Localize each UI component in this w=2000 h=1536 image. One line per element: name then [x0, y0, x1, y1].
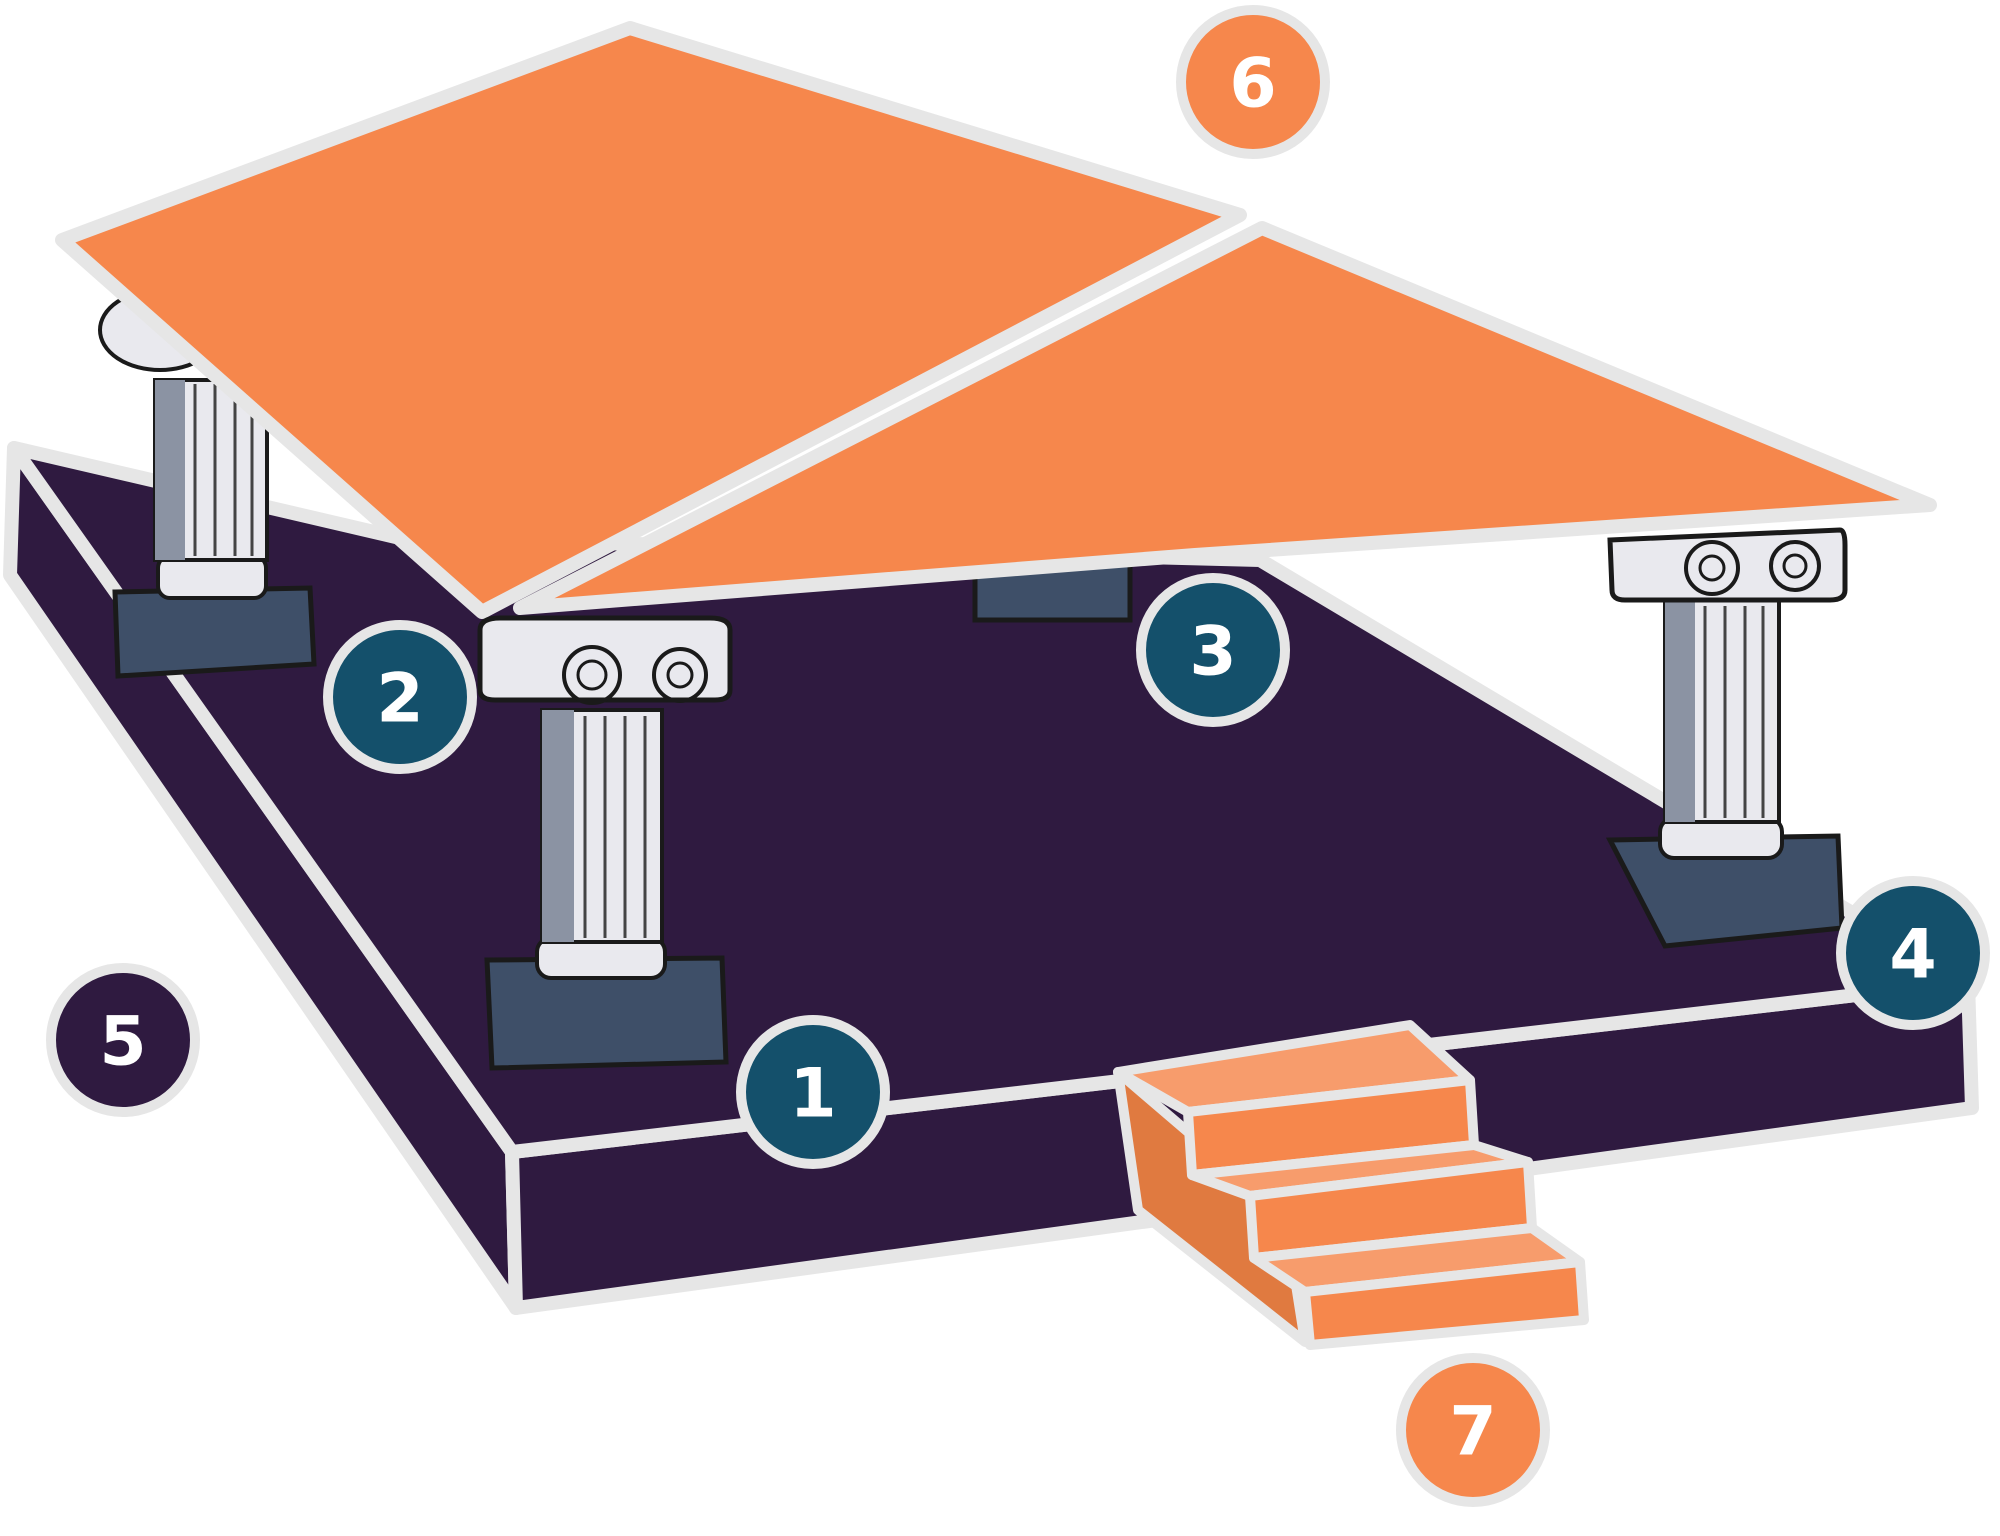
marker-4-label: 4: [1889, 916, 1936, 995]
stairs: [1113, 1020, 1589, 1350]
marker-2: 2: [323, 620, 477, 774]
roof-left-slope: [55, 21, 1247, 619]
marker-1-label: 1: [789, 1055, 836, 1134]
marker-7: 7: [1396, 1353, 1550, 1507]
markers: 1 2 3 4 5 6 7: [46, 5, 1990, 1507]
roof: [55, 21, 1937, 619]
marker-6-label: 6: [1229, 45, 1276, 124]
marker-1: 1: [736, 1015, 890, 1169]
column-front-right: [1605, 527, 1848, 949]
marker-5-label: 5: [99, 1003, 146, 1082]
marker-5: 5: [46, 963, 200, 1117]
marker-7-label: 7: [1449, 1393, 1496, 1472]
column-back-left: [98, 288, 317, 679]
marker-2-label: 2: [376, 660, 423, 739]
marker-4: 4: [1836, 876, 1990, 1030]
roof-right-slope: [513, 221, 1937, 615]
marker-3: 3: [1136, 573, 1290, 727]
stairs-riser-3: [1300, 1257, 1589, 1350]
marker-6: 6: [1176, 5, 1330, 159]
column-front-left: [477, 615, 733, 1071]
marker-3-label: 3: [1189, 613, 1236, 692]
